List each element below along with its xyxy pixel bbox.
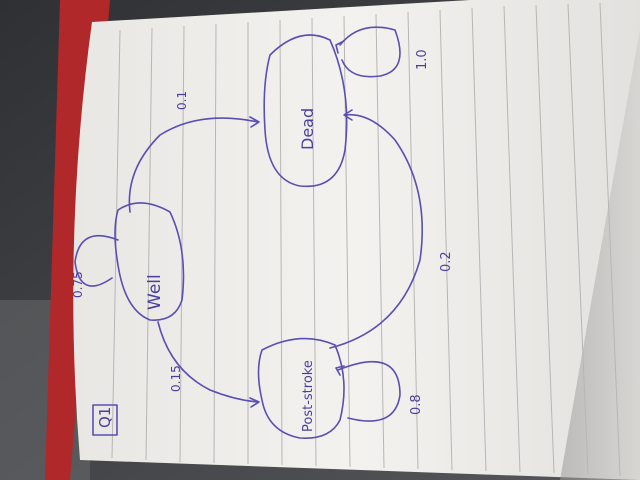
prob-well-to-dead: 0.1 (175, 91, 189, 110)
self-loop-post-stroke (337, 360, 401, 422)
ruled-lines (111, 2, 621, 477)
state-node-well (114, 202, 185, 321)
state-label-well: Well (145, 274, 165, 310)
prob-well-to-well: 0.75 (71, 271, 85, 298)
notebook-page (73, 0, 640, 480)
self-loop-well (74, 234, 119, 287)
state-node-post-stroke (257, 337, 345, 439)
prob-dead-to-dead: 1.0 (415, 49, 430, 70)
arrowhead-well-to-dead (249, 116, 260, 128)
self-loop-dead (339, 26, 401, 78)
page-curl-shadow (560, 30, 640, 480)
arrow-well-to-post-stroke (157, 321, 259, 403)
prob-post-stroke-to-dead: 0.2 (439, 251, 454, 272)
question-label: Q1 (96, 407, 114, 428)
arrow-post-stroke-to-dead (329, 113, 423, 349)
arrowhead-post-stroke-to-dead (343, 109, 353, 121)
question-box: Q1 (92, 404, 118, 436)
arrow-well-to-dead (128, 117, 259, 213)
state-label-post-stroke: Post-stroke (301, 360, 316, 432)
arrowhead-well-to-post-stroke (249, 397, 260, 408)
arrowhead-dead-loop (335, 40, 345, 54)
prob-post-stroke-to-post-stroke: 0.8 (409, 394, 424, 415)
prob-well-to-post-stroke: 0.15 (169, 365, 183, 392)
arrowhead-post-stroke-loop (335, 365, 345, 376)
state-node-dead (263, 34, 348, 188)
state-label-dead: Dead (298, 108, 317, 150)
